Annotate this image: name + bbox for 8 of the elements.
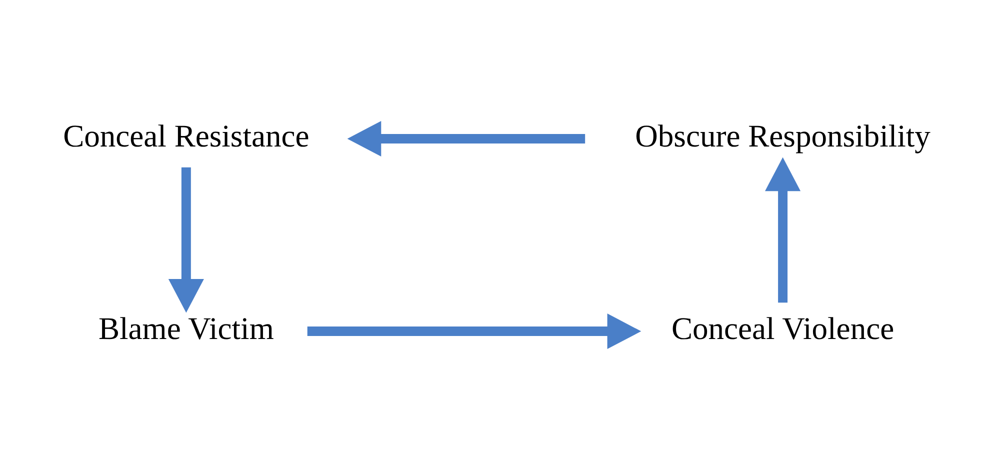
node-text: Blame Victim [98, 311, 274, 346]
node-text: Conceal Violence [671, 311, 894, 346]
arrow [765, 157, 801, 303]
node-text: Obscure Responsibility [635, 118, 930, 154]
arrow [307, 314, 642, 350]
arrow [168, 167, 204, 313]
node-text: Conceal Resistance [63, 118, 310, 154]
arrow [347, 120, 586, 156]
